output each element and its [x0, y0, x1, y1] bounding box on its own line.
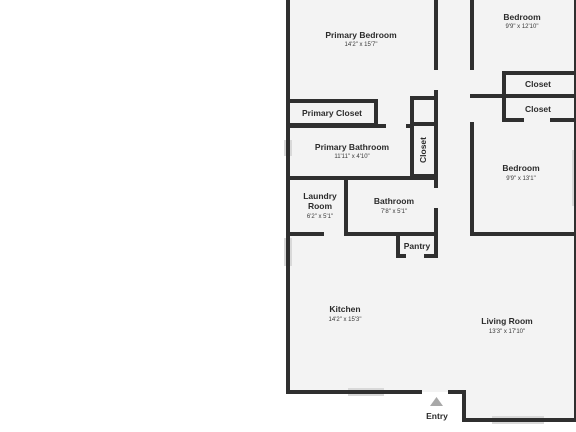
room-name: Primary Bedroom — [325, 30, 397, 40]
room-dims: 6'2" x 5'1" — [307, 214, 333, 220]
room-name: Closet — [525, 104, 551, 114]
room-name: Bedroom — [502, 163, 540, 173]
room-name: Laundry — [303, 191, 337, 201]
room-kitchen: Kitchen 14'2" x 15'3" — [329, 304, 362, 323]
room-laundry: Laundry Room 6'2" x 5'1" — [303, 191, 337, 220]
room-closet-2: Closet — [525, 104, 551, 114]
room-pantry: Pantry — [404, 241, 431, 251]
room-name: Pantry — [404, 241, 431, 251]
room-name: Kitchen — [329, 304, 360, 314]
wall-pantry — [396, 232, 406, 258]
room-dims: 7'8" x 5'1" — [381, 209, 407, 215]
room-dims: 11'11" x 4'10" — [334, 154, 369, 160]
room-dims: 14'2" x 15'3" — [329, 317, 362, 323]
walls — [286, 0, 576, 422]
entry-arrow-icon — [430, 397, 443, 406]
exterior-wall-bottom — [448, 390, 576, 422]
room-name: Primary Closet — [302, 108, 362, 118]
entry-label: Entry — [426, 411, 448, 421]
room-primary-closet: Primary Closet — [302, 108, 362, 118]
room-dims: 9'9" x 12'10" — [506, 24, 539, 30]
room-name-line2: Room — [308, 201, 333, 211]
room-bathroom: Bathroom 7'8" x 5'1" — [374, 196, 415, 215]
room-name: Bedroom — [503, 12, 541, 22]
room-name: Closet — [418, 137, 428, 163]
room-hall-closet: Closet — [418, 137, 428, 163]
wall-primary-bedroom-bottom — [286, 99, 378, 127]
room-name: Living Room — [481, 316, 533, 326]
room-closet-1: Closet — [525, 79, 551, 89]
room-dims: 9'9" x 13'1" — [506, 176, 536, 182]
room-bedroom-top: Bedroom 9'9" x 12'10" — [503, 12, 541, 30]
room-dims: 14'2" x 15'7" — [345, 42, 378, 48]
room-name: Bathroom — [374, 196, 415, 206]
room-dims: 13'3" x 17'10" — [489, 329, 525, 335]
room-primary-bathroom: Primary Bathroom 11'11" x 4'10" — [315, 142, 390, 160]
room-primary-bedroom: Primary Bedroom 14'2" x 15'7" — [325, 30, 397, 48]
room-living-room: Living Room 13'3" x 17'10" — [481, 316, 533, 335]
room-name: Closet — [525, 79, 551, 89]
room-name: Primary Bathroom — [315, 142, 390, 152]
room-bedroom-right: Bedroom 9'9" x 13'1" — [502, 163, 540, 182]
